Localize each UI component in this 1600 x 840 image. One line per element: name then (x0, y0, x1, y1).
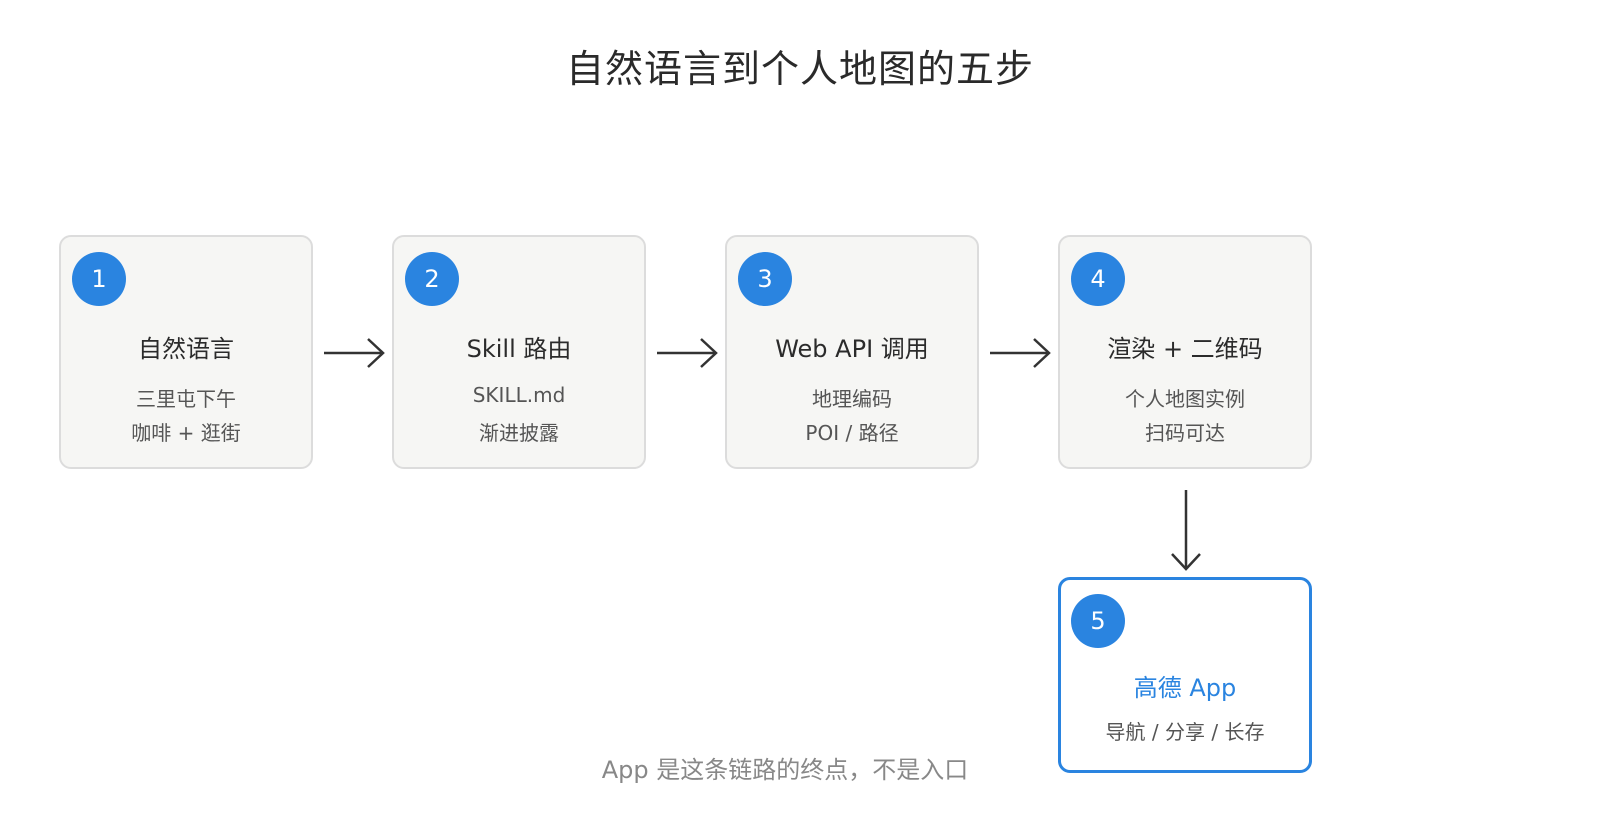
step-detail: 个人地图实例 (1125, 387, 1245, 411)
step-detail: 扫码可达 (1145, 421, 1225, 445)
step-detail: POI / 路径 (805, 421, 899, 445)
step-title: 渲染 + 二维码 (1107, 335, 1263, 363)
step-title: 自然语言 (138, 335, 234, 363)
step-number-badge: 3 (738, 252, 792, 306)
step-detail: 导航 / 分享 / 长存 (1105, 720, 1265, 744)
step-number-badge: 2 (405, 252, 459, 306)
step-title: Skill 路由 (466, 335, 572, 363)
step-card-5: 5 高德 App 导航 / 分享 / 长存 (1058, 577, 1312, 773)
step-title: Web API 调用 (775, 335, 929, 363)
step-number-badge: 5 (1071, 594, 1125, 648)
step-title: 高德 App (1133, 674, 1237, 702)
arrow-down-icon (1171, 490, 1201, 571)
footnote: App 是这条链路的终点，不是入口 (601, 756, 969, 784)
step-card-4: 4 渲染 + 二维码 个人地图实例 扫码可达 (1058, 235, 1312, 469)
arrow-right-icon (324, 338, 385, 368)
step-number-badge: 4 (1071, 252, 1125, 306)
arrow-right-icon (657, 338, 718, 368)
step-number-badge: 1 (72, 252, 126, 306)
step-detail: 地理编码 (812, 387, 892, 411)
arrow-right-icon (990, 338, 1051, 368)
step-card-2: 2 Skill 路由 SKILL.md 渐进披露 (392, 235, 646, 469)
step-detail: 咖啡 + 逛街 (131, 421, 241, 445)
step-detail: 渐进披露 (479, 421, 559, 445)
step-card-1: 1 自然语言 三里屯下午 咖啡 + 逛街 (59, 235, 313, 469)
step-detail: 三里屯下午 (136, 387, 236, 411)
step-card-3: 3 Web API 调用 地理编码 POI / 路径 (725, 235, 979, 469)
diagram-title: 自然语言到个人地图的五步 (565, 47, 1034, 91)
step-detail: SKILL.md (472, 383, 566, 407)
